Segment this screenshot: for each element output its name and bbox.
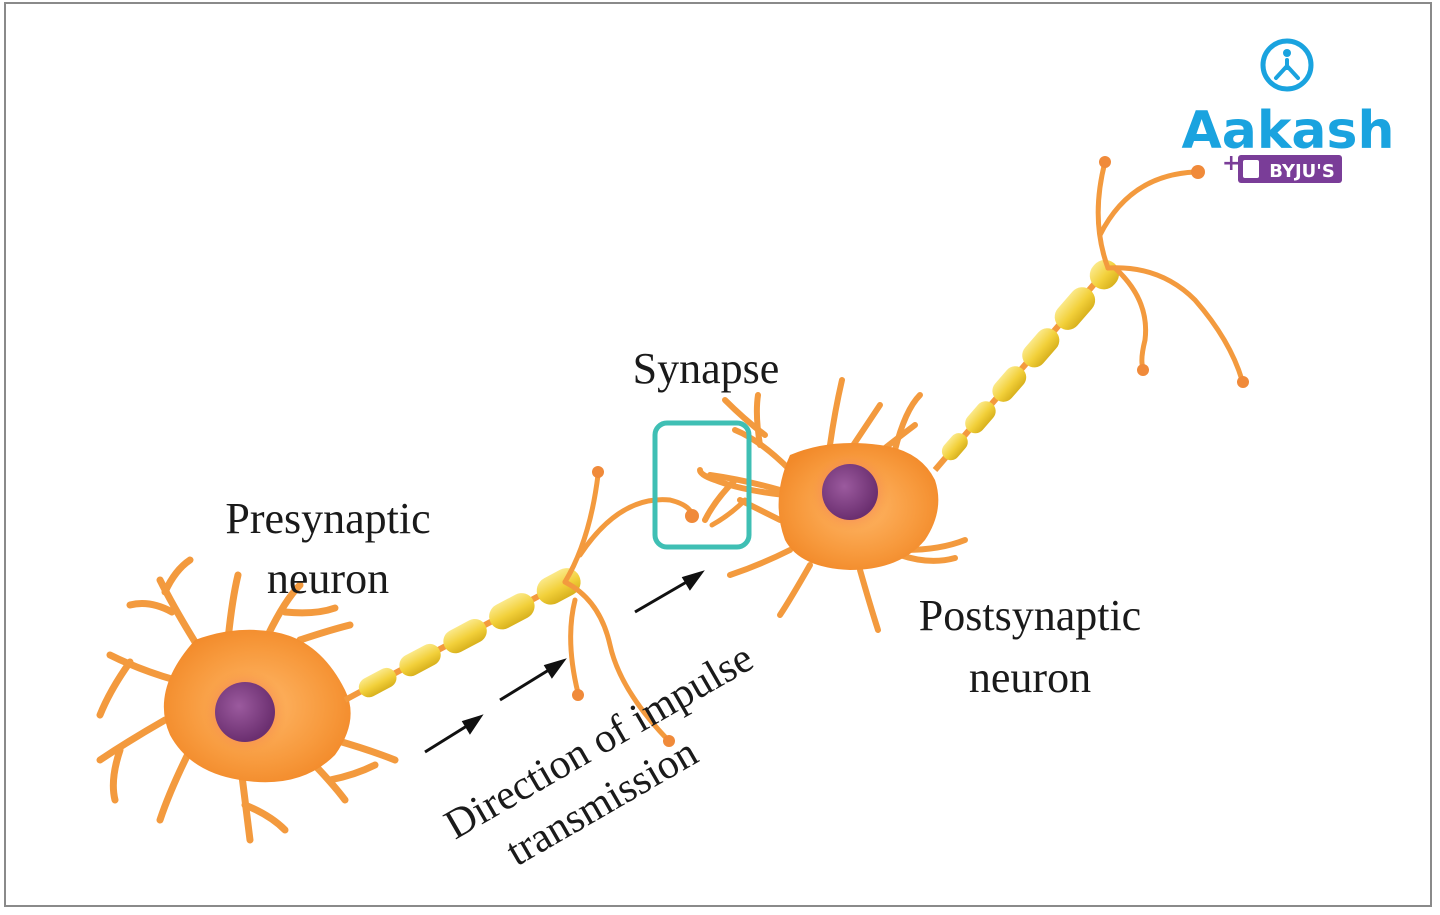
postsynaptic-axon-terminals bbox=[1095, 159, 1245, 383]
presynaptic-label-line2: neuron bbox=[267, 554, 389, 603]
postsynaptic-nucleus bbox=[822, 464, 878, 520]
postsynaptic-axon bbox=[932, 259, 1120, 472]
postsynaptic-receiving-dendrite bbox=[697, 467, 788, 498]
synapse-highlight-box bbox=[652, 420, 752, 550]
presynaptic-neuron bbox=[96, 556, 399, 844]
direction-arrows bbox=[424, 570, 705, 754]
myelin-sheath bbox=[443, 618, 487, 654]
myelin-sheath bbox=[536, 568, 581, 605]
arrow-3 bbox=[634, 570, 705, 614]
myelin-sheath bbox=[992, 366, 1027, 402]
aakash-byjus-logo: Aakash + BYJU'S bbox=[1182, 38, 1395, 183]
presynaptic-terminal-knobs bbox=[572, 466, 699, 747]
postsynaptic-terminal-knobs bbox=[1099, 156, 1249, 388]
postsynaptic-neuron bbox=[697, 377, 968, 633]
direction-label: Direction of impulse transmission bbox=[437, 635, 761, 875]
myelin-sheath bbox=[358, 667, 397, 698]
arrow-2 bbox=[499, 658, 567, 702]
logo-plus-sign: + bbox=[1222, 151, 1240, 176]
postsynaptic-label-line1: Postsynaptic bbox=[919, 591, 1141, 640]
synapse-label: Synapse bbox=[633, 344, 780, 393]
presynaptic-label-line1: Presynaptic bbox=[225, 494, 430, 543]
myelin-sheath bbox=[1022, 328, 1060, 368]
arrow-1 bbox=[424, 714, 484, 754]
byjus-text: BYJU'S bbox=[1269, 161, 1335, 182]
postsynaptic-label-line2: neuron bbox=[969, 653, 1091, 702]
byjus-badge bbox=[1238, 155, 1342, 183]
presynaptic-axon-terminals bbox=[562, 472, 695, 743]
myelin-sheath bbox=[941, 433, 968, 461]
aakash-brand-text: Aakash bbox=[1182, 101, 1395, 161]
myelin-sheath bbox=[965, 401, 996, 434]
myelin-sheath bbox=[1054, 287, 1096, 330]
postsynaptic-dendrites bbox=[702, 377, 968, 633]
myelin-sheath bbox=[489, 593, 535, 630]
myelin-sheath bbox=[399, 643, 441, 677]
aakash-person-icon bbox=[1260, 38, 1314, 92]
presynaptic-nucleus bbox=[215, 682, 275, 742]
